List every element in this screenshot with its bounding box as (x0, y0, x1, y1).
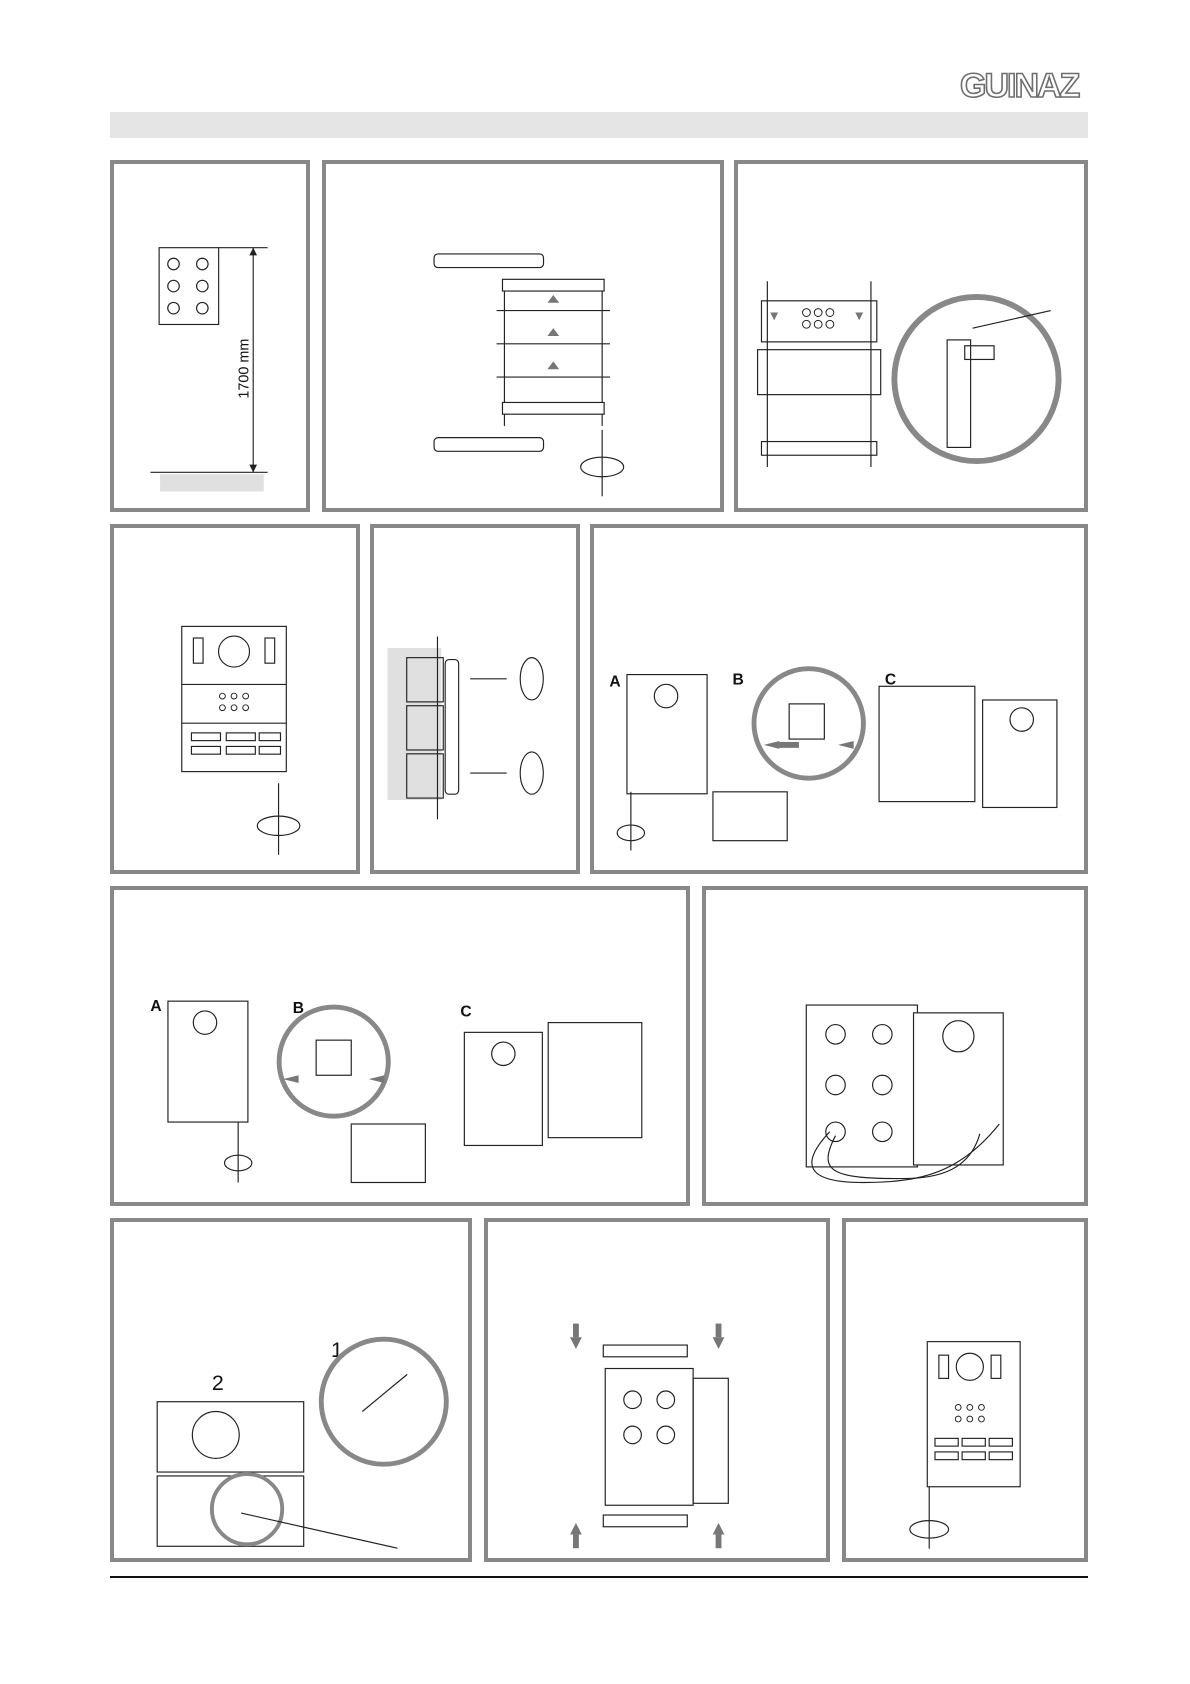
step-panel-module-insert (734, 160, 1088, 512)
mounting-height-illustration: 1700 mm (114, 164, 306, 508)
close-frame-illustration (488, 1222, 826, 1558)
magnifier-detail-icon (321, 1339, 446, 1464)
step-panel-close-frame (484, 1218, 830, 1562)
brand-logo-text: GUINAZ (960, 67, 1080, 102)
arrow-down-icon (713, 1337, 725, 1349)
step-panel-hinge-right: A B C (590, 524, 1088, 874)
step-panel-mounting-height: 1700 mm (110, 160, 310, 512)
label-b: B (732, 671, 743, 688)
hinge-left-illustration: A B C (114, 890, 686, 1202)
step-panel-side-screws (370, 524, 580, 874)
wiring-illustration (706, 890, 1084, 1202)
step-panel-wiring (702, 886, 1088, 1206)
final-illustration (846, 1222, 1084, 1558)
screwdriver-rotation-icon (520, 752, 543, 794)
fix-panel-illustration (114, 528, 356, 870)
label-a: A (609, 673, 620, 690)
step-panel-fix-panel (110, 524, 360, 874)
arrow-up-icon (547, 328, 559, 336)
arrow-up-icon (547, 361, 559, 369)
arrow-up-icon (713, 1523, 725, 1535)
screwdriver-rotation-icon (520, 658, 543, 700)
arrow-up-icon (570, 1523, 582, 1535)
step-panel-frame-assembly (322, 160, 724, 512)
frame-assembly-illustration (326, 164, 720, 508)
arrow-down-icon (570, 1337, 582, 1349)
module-insert-illustration (738, 164, 1084, 508)
magnifier-detail-icon (894, 297, 1058, 461)
hinge-right-illustration: A B C (594, 528, 1084, 870)
label-a: A (150, 998, 161, 1015)
magnifier-detail-icon (754, 669, 863, 778)
step-panel-adjust: 2 1 (110, 1218, 472, 1562)
footer-rule (110, 1576, 1088, 1578)
brand-logo: GUINAZ (958, 66, 1088, 102)
arrow-up-icon (547, 295, 559, 303)
label-c: C (460, 1004, 471, 1021)
magnifier-detail-icon (279, 1007, 388, 1116)
label-2: 2 (212, 1371, 224, 1395)
dimension-label: 1700 mm (236, 339, 252, 399)
step-panel-final (842, 1218, 1088, 1562)
step-panel-hinge-left: A B C (110, 886, 690, 1206)
adjust-illustration: 2 1 (114, 1222, 468, 1558)
side-screws-illustration (374, 528, 576, 870)
header-bar (110, 112, 1088, 138)
